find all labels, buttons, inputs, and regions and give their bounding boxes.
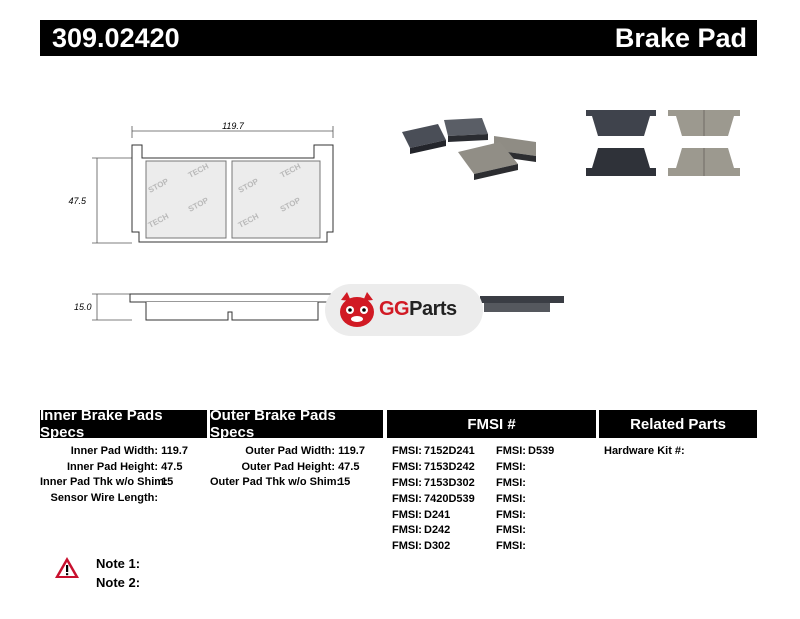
pad-side-profile bbox=[129, 293, 334, 321]
inner-width-row: Inner Pad Width: 119.7 bbox=[40, 444, 188, 460]
fmsi-prefix: FMSI: bbox=[496, 508, 526, 521]
fmsi-prefix: FMSI: bbox=[496, 492, 526, 505]
inner-specs-header: Inner Brake Pads Specs bbox=[40, 407, 207, 441]
inner-thickness-row: Inner Pad Thk w/o Shim: 15 bbox=[40, 475, 188, 491]
sensor-wire-row: Sensor Wire Length: bbox=[40, 491, 188, 507]
outer-specs-list: Outer Pad Width: 119.7 Outer Pad Height:… bbox=[210, 444, 365, 491]
related-parts-list: Hardware Kit #: bbox=[604, 444, 685, 460]
note-2: Note 2: bbox=[96, 575, 141, 590]
thickness-dimension bbox=[92, 293, 132, 321]
inner-thickness-value: 15 bbox=[161, 476, 174, 488]
fmsi-prefix: FMSI: bbox=[392, 508, 422, 521]
thickness-dim-label: 15.0 bbox=[74, 302, 92, 312]
inner-height-value: 47.5 bbox=[161, 460, 183, 473]
outer-height-value: 47.5 bbox=[338, 460, 360, 473]
brand-gg: GG bbox=[379, 298, 410, 320]
ggparts-mascot-icon bbox=[340, 292, 374, 327]
hardware-kit-row: Hardware Kit #: bbox=[604, 444, 685, 460]
pad-side-photo bbox=[480, 296, 564, 312]
fmsi-header: FMSI # bbox=[387, 410, 596, 438]
fmsi-code: 7420D539 bbox=[424, 492, 475, 505]
note-1: Note 1: bbox=[96, 556, 141, 571]
fmsi-prefix: FMSI: bbox=[392, 445, 422, 457]
related-parts-header: Related Parts bbox=[599, 410, 757, 438]
height-dimension bbox=[92, 157, 132, 244]
outer-height-row: Outer Pad Height: 47.5 bbox=[210, 460, 365, 476]
outer-width-label: Outer Pad Width: bbox=[245, 445, 335, 457]
inner-height-label: Inner Pad Height: bbox=[66, 460, 158, 473]
outer-width-value: 119.7 bbox=[338, 445, 365, 457]
pad-set-photo-angled bbox=[402, 118, 536, 180]
outer-specs-header: Outer Brake Pads Specs bbox=[210, 407, 383, 441]
sensor-wire-label: Sensor Wire Length: bbox=[50, 491, 158, 504]
fmsi-prefix: FMSI: bbox=[496, 524, 526, 537]
fmsi-prefix: FMSI: bbox=[496, 460, 526, 473]
pad-set-photo-flat bbox=[586, 110, 740, 176]
height-dim-label: 47.5 bbox=[68, 196, 87, 206]
fmsi-code: 7153D302 bbox=[424, 476, 475, 489]
pad-face-outline bbox=[131, 144, 334, 243]
width-dimension bbox=[131, 126, 334, 138]
fmsi-prefix: FMSI: bbox=[496, 540, 526, 553]
hardware-kit-label: Hardware Kit #: bbox=[604, 445, 685, 457]
warning-icon bbox=[55, 557, 79, 578]
width-dim-label: 119.7 bbox=[222, 121, 245, 131]
fmsi-prefix: FMSI: bbox=[392, 460, 422, 473]
inner-width-label: Inner Pad Width: bbox=[70, 445, 158, 457]
fmsi-prefix: FMSI: bbox=[392, 540, 422, 553]
fmsi-code: 7152D241 bbox=[424, 445, 475, 457]
related-parts-title: Related Parts bbox=[630, 415, 726, 433]
product-type: Brake Pad bbox=[614, 22, 747, 53]
notes: Note 1: Note 2: bbox=[96, 554, 140, 592]
fmsi-prefix: FMSI: bbox=[496, 445, 526, 457]
inner-specs-list: Inner Pad Width: 119.7 Inner Pad Height:… bbox=[40, 444, 188, 506]
fmsi-title: FMSI # bbox=[467, 415, 516, 433]
fmsi-prefix: FMSI: bbox=[392, 524, 422, 537]
title-bar: 309.02420 Brake Pad bbox=[40, 20, 757, 56]
fmsi-code: 7153D242 bbox=[424, 460, 475, 473]
part-number: 309.02420 bbox=[52, 22, 180, 53]
ggparts-wordmark: GGParts bbox=[379, 298, 457, 321]
fmsi-code: D539 bbox=[528, 445, 555, 457]
outer-width-row: Outer Pad Width: 119.7 bbox=[210, 444, 365, 460]
brand-parts: Parts bbox=[409, 298, 457, 320]
inner-height-row: Inner Pad Height: 47.5 bbox=[40, 460, 188, 476]
ggparts-watermark: GGParts bbox=[325, 284, 483, 336]
fmsi-prefix: FMSI: bbox=[392, 476, 422, 489]
outer-height-label: Outer Pad Height: bbox=[241, 460, 335, 473]
fmsi-prefix: FMSI: bbox=[496, 476, 526, 489]
fmsi-prefix: FMSI: bbox=[392, 492, 422, 505]
inner-thickness-label: Inner Pad Thk w/o Shim: bbox=[40, 476, 168, 488]
outer-thickness-row: Outer Pad Thk w/o Shim: 15 bbox=[210, 475, 365, 491]
outer-thickness-label: Outer Pad Thk w/o Shim: bbox=[210, 476, 341, 488]
outer-thickness-value: 15 bbox=[338, 476, 351, 488]
fmsi-code: D302 bbox=[424, 540, 451, 553]
inner-specs-title: Inner Brake Pads Specs bbox=[40, 407, 163, 441]
outer-specs-title: Outer Brake Pads Specs bbox=[210, 407, 336, 441]
fmsi-code: D241 bbox=[424, 508, 451, 521]
fmsi-code: D242 bbox=[424, 524, 451, 537]
inner-width-value: 119.7 bbox=[161, 445, 188, 457]
